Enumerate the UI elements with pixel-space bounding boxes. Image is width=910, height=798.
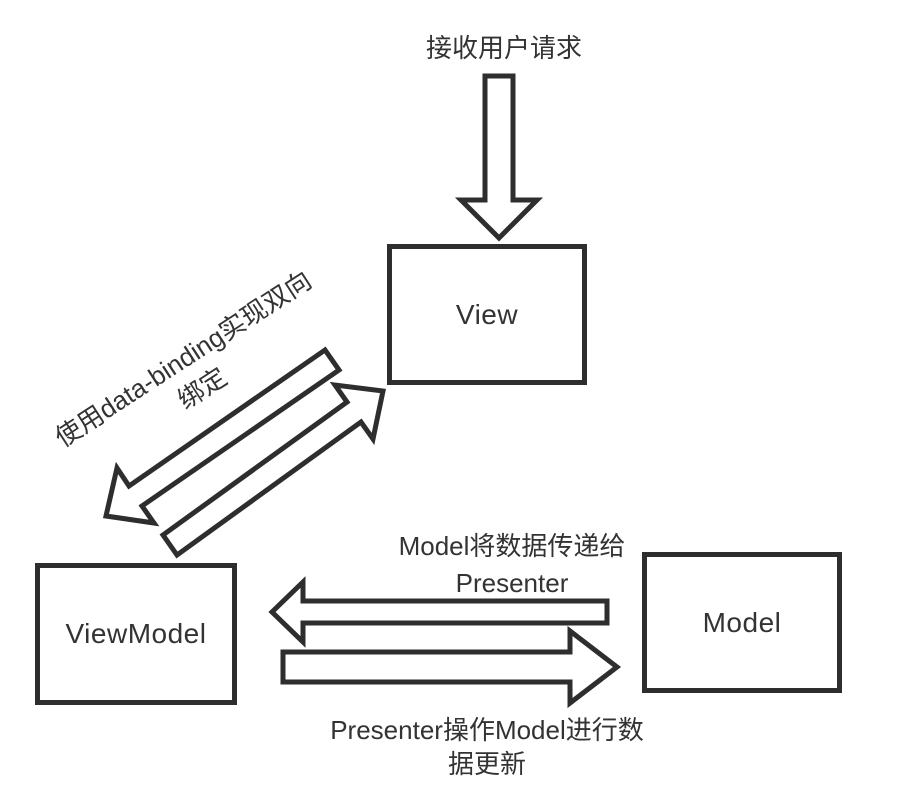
model-to-presenter-label: Model将数据传递给 Presenter bbox=[398, 531, 626, 598]
presenter-to-model-label: Presenter操作Model进行数 据更新 bbox=[330, 715, 644, 779]
receive-request-label: 接收用户请求 bbox=[425, 33, 582, 63]
model-box-label: Model bbox=[702, 606, 782, 638]
right-arrow-icon bbox=[280, 625, 622, 709]
view-box: View bbox=[387, 244, 587, 385]
down-arrow-icon bbox=[454, 73, 544, 242]
down-left-arrow-icon bbox=[102, 346, 343, 527]
viewmodel-box-label: ViewModel bbox=[65, 618, 207, 649]
model-box: Model bbox=[642, 552, 842, 693]
view-box-label: View bbox=[455, 298, 519, 330]
up-right-arrow-icon bbox=[159, 381, 387, 559]
left-arrow-icon bbox=[268, 576, 610, 648]
viewmodel-box: ViewModel bbox=[35, 563, 237, 705]
